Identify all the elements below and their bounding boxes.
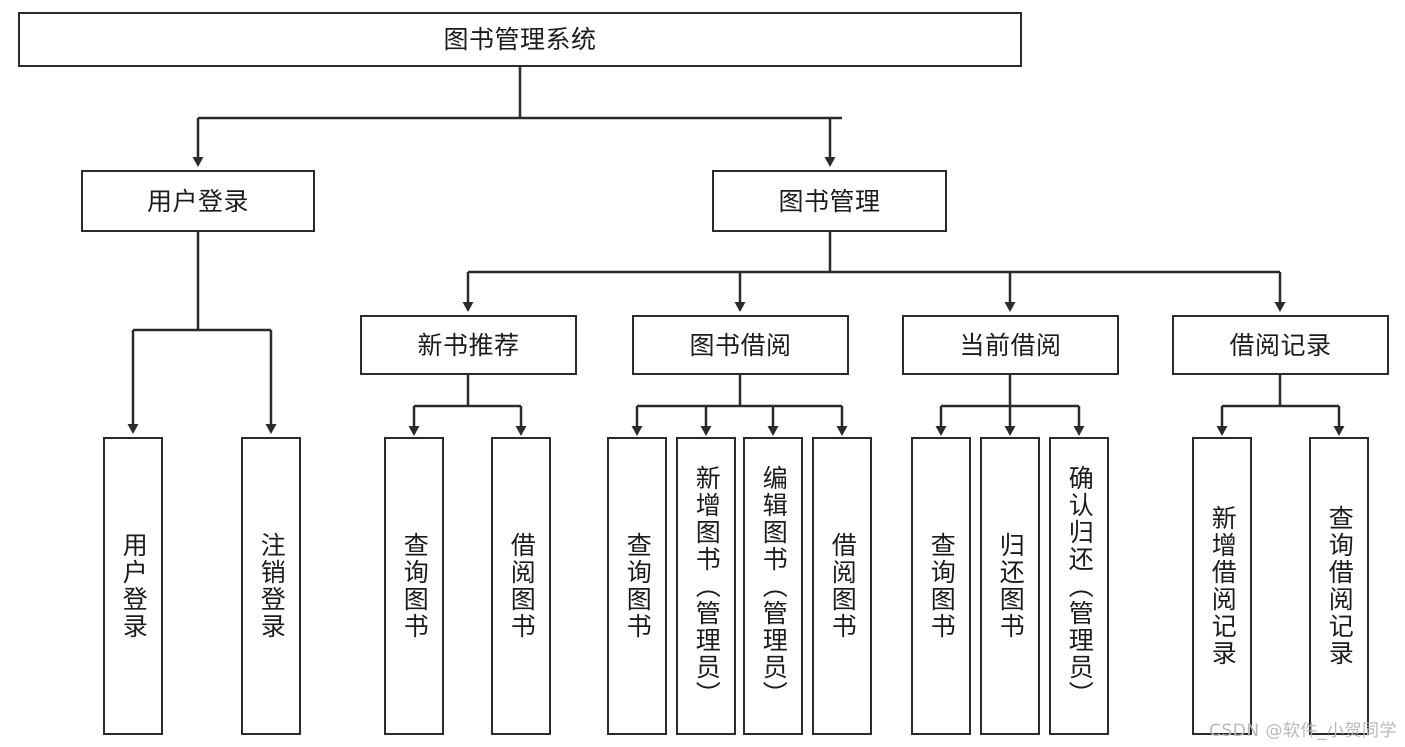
node-label: 新书推荐 — [417, 330, 520, 360]
node-label: 借阅记录 — [1229, 330, 1332, 360]
node-label: 借阅图书 — [507, 532, 537, 640]
leaf-current-return-book[interactable]: 归还图书 — [980, 437, 1040, 735]
leaf-borrow-borrow-book[interactable]: 借阅图书 — [812, 437, 872, 735]
node-label: 编辑图书（管理员） — [759, 464, 789, 708]
node-label: 当前借阅 — [959, 330, 1062, 360]
csdn-watermark: CSDN @软件_小贺同学 — [1209, 721, 1397, 741]
node-label: 图书管理系统 — [443, 25, 597, 54]
leaf-records-query-record[interactable]: 查询借阅记录 — [1309, 437, 1369, 735]
node-borrow-records[interactable]: 借阅记录 — [1172, 315, 1389, 375]
node-label: 图书管理 — [778, 186, 881, 216]
node-label: 用户登录 — [146, 186, 249, 216]
node-label: 借阅图书 — [828, 532, 858, 640]
leaf-new-book-borrow[interactable]: 借阅图书 — [491, 437, 551, 735]
leaf-records-add-record[interactable]: 新增借阅记录 — [1192, 437, 1252, 735]
node-label: 查询图书 — [927, 532, 957, 640]
leaf-current-confirm-return-admin[interactable]: 确认归还（管理员） — [1049, 437, 1109, 735]
node-book-borrowing[interactable]: 图书借阅 — [632, 315, 849, 375]
node-label: 图书借阅 — [689, 330, 792, 360]
node-label: 查询借阅记录 — [1325, 505, 1355, 667]
node-label: 查询图书 — [400, 532, 430, 640]
node-new-book-recommendation[interactable]: 新书推荐 — [360, 315, 577, 375]
node-label: 注销登录 — [257, 532, 287, 640]
leaf-borrow-edit-book-admin[interactable]: 编辑图书（管理员） — [743, 437, 803, 735]
node-label: 归还图书 — [996, 532, 1026, 640]
node-label: 查询图书 — [623, 532, 653, 640]
leaf-borrow-query-book[interactable]: 查询图书 — [607, 437, 667, 735]
node-label: 确认归还（管理员） — [1065, 464, 1095, 708]
leaf-borrow-add-book-admin[interactable]: 新增图书（管理员） — [676, 437, 736, 735]
node-label: 新增图书（管理员） — [692, 464, 722, 708]
leaf-current-query-book[interactable]: 查询图书 — [911, 437, 971, 735]
node-current-borrowing[interactable]: 当前借阅 — [902, 315, 1119, 375]
leaf-new-book-query[interactable]: 查询图书 — [384, 437, 444, 735]
leaf-user-login-logout[interactable]: 注销登录 — [241, 437, 301, 735]
node-label: 新增借阅记录 — [1208, 505, 1238, 667]
node-label: 用户登录 — [119, 532, 149, 640]
leaf-user-login-login[interactable]: 用户登录 — [103, 437, 163, 735]
node-book-management[interactable]: 图书管理 — [712, 170, 947, 232]
node-root-system[interactable]: 图书管理系统 — [18, 12, 1022, 67]
node-user-login[interactable]: 用户登录 — [81, 170, 315, 232]
